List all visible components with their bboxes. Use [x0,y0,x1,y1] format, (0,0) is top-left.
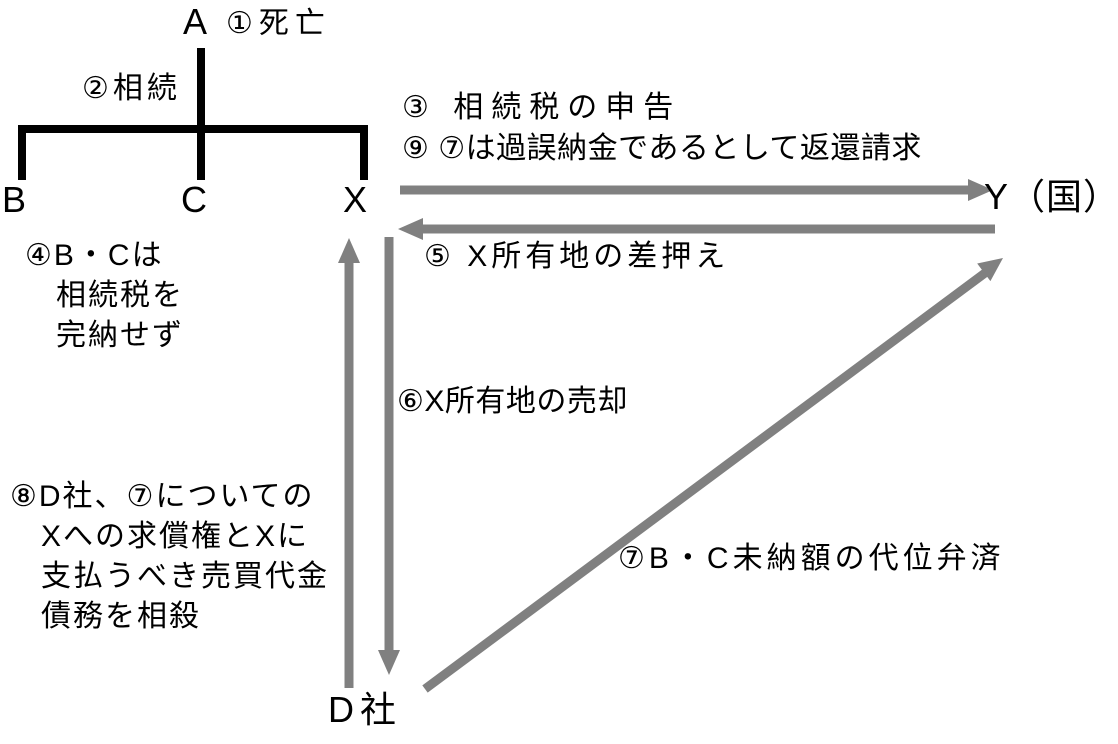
node-d: D社 [328,689,402,730]
annotation-step7-subrogation: ⑦B・C未納額の代位弁済 [618,542,1005,575]
node-c: C [181,179,208,220]
annotation-step5-seizure: ⑤ X所有地の差押え [424,240,730,273]
node-x: X [343,179,369,220]
annotation-step4-unpaid-tax: ④B・Cは 相続税を 完納せず [25,236,184,356]
annotation-step8-line3: 支払うべき売買代金 [41,560,329,593]
annotation-step4-line3: 完納せず [56,319,184,352]
family-tree-lines [18,48,368,180]
node-b: B [2,179,28,220]
arrow-x-to-y [400,179,993,201]
arrow-y-to-x [398,218,995,240]
annotation-step8-line2: Xへの求償権とXに [41,520,310,553]
arrow-d-to-x [338,238,360,688]
node-a: A [183,1,209,42]
arrow-d-to-y [422,258,1003,693]
annotation-step2-inheritance: ②相続 [82,72,181,105]
arrows [338,179,1003,693]
annotation-step8-line4: 債務を相殺 [41,600,201,633]
annotation-step1-death: ①死亡 [226,7,331,40]
annotation-step4-line2: 相続税を [56,279,184,312]
annotation-step3-tax-filing: ③ 相続税の申告 [402,91,682,124]
annotation-step8-offset: ⑧D社、⑦についての Xへの求償権とXに 支払うべき売買代金 債務を相殺 [10,477,329,637]
node-y: Y（国） [984,176,1118,217]
annotation-step6-land-sale: ⑥X所有地の売却 [397,385,628,418]
annotation-step4-line1: ④B・Cは [25,239,164,272]
arrow-x-to-d [378,237,400,675]
annotation-step8-line1: ⑧D社、⑦についての [10,480,315,513]
annotation-step9-refund-claim: ⑨ ⑦は過誤納金であるとして返還請求 [402,132,922,165]
